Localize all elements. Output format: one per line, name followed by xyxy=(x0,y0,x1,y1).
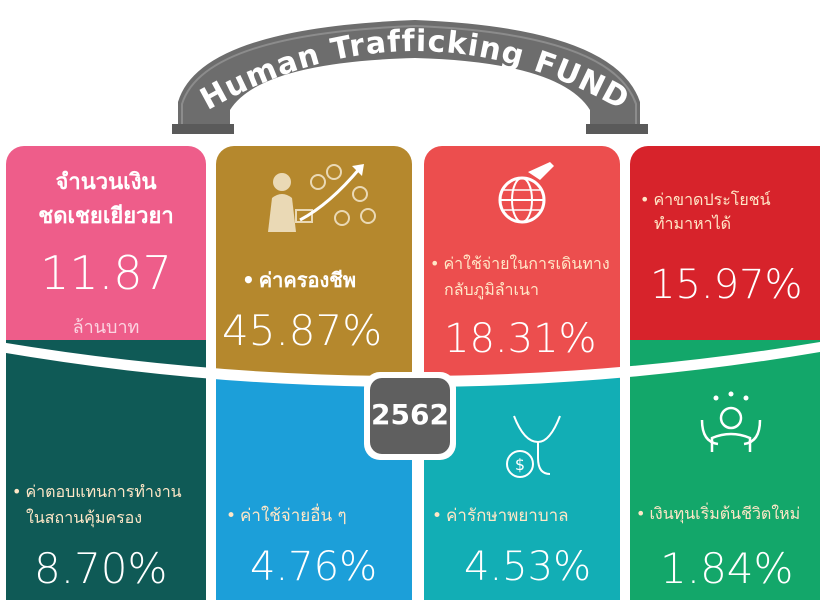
lost-benefit-percent: 15.97% xyxy=(650,262,803,308)
stethoscope-coin-icon: $ xyxy=(506,415,561,478)
travel-cost-percent: 18.31% xyxy=(444,316,597,362)
total-value: 11.87 xyxy=(40,246,172,300)
living-cost-icon xyxy=(268,164,376,232)
card-new-life-fund: เงินทุนเริ่มต้นชีวิตใหม่ 1.84% xyxy=(630,340,820,600)
card-living-cost: ค่าครองชีพ 45.87% xyxy=(216,146,412,386)
medical-label: ค่ารักษาพยาบาล xyxy=(432,502,569,529)
banner-arch: Human Trafficking FUND xyxy=(172,20,648,134)
shelter-work-label-line2: ในสถานคุ้มครอง xyxy=(26,508,143,527)
other-cost-label: ค่าใช้จ่ายอื่น ๆ xyxy=(226,502,347,529)
medical-percent: 4.53% xyxy=(464,544,592,590)
shelter-work-label-line1: ค่าตอบแทนการทำงาน xyxy=(12,480,181,504)
total-title-line1: จำนวนเงิน xyxy=(55,170,157,195)
banner-title: Human Trafficking FUND xyxy=(195,24,636,117)
card-total-compensation: จำนวนเงิน ชดเชยเยียวยา 11.87 ล้านบาท xyxy=(6,146,206,351)
card-travel-cost: ค่าใช้จ่ายในการเดินทาง กลับภูมิลำเนา 18.… xyxy=(424,146,620,386)
living-cost-label: ค่าครองชีพ xyxy=(242,264,356,296)
year-badge: 2562 xyxy=(364,372,456,460)
people-support-icon xyxy=(700,391,762,452)
card-shelter-work: ค่าตอบแทนการทำงาน ในสถานคุ้มครอง 8.70% xyxy=(6,340,206,600)
travel-cost-label-line1: ค่าใช้จ่ายในการเดินทาง xyxy=(430,252,609,276)
curved-divider xyxy=(0,342,820,387)
card-lost-benefit: ค่าขาดประโยชน์ ทำมาหาได้ 15.97% xyxy=(630,146,820,351)
card-medical: $ ค่ารักษาพยาบาล 4.53% xyxy=(424,378,620,600)
living-cost-percent: 45.87% xyxy=(222,306,383,355)
travel-cost-label-line2: กลับภูมิลำเนา xyxy=(444,280,539,299)
lost-benefit-label-line2: ทำมาหาได้ xyxy=(654,214,732,233)
globe-plane-icon xyxy=(498,162,554,224)
shelter-work-percent: 8.70% xyxy=(34,544,168,593)
new-life-fund-percent: 1.84% xyxy=(660,544,794,593)
total-unit: ล้านบาท xyxy=(72,317,140,338)
total-title-line2: ชดเชยเยียวยา xyxy=(38,204,174,229)
new-life-fund-label: เงินทุนเริ่มต้นชีวิตใหม่ xyxy=(636,502,800,527)
year-text: 2562 xyxy=(371,398,449,431)
other-cost-percent: 4.76% xyxy=(250,544,378,590)
lost-benefit-label-line1: ค่าขาดประโยชน์ xyxy=(640,188,770,212)
svg-text:$: $ xyxy=(515,455,525,474)
